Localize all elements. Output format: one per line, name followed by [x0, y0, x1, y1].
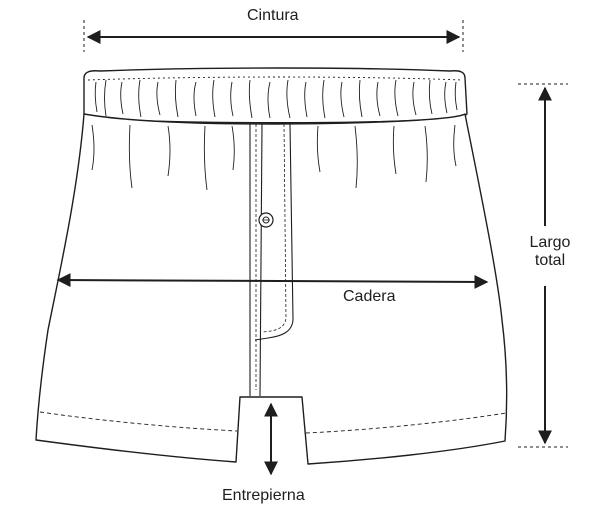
hip-arrow [56, 273, 489, 289]
total-length-measure [518, 83, 568, 448]
hip-measure [56, 273, 489, 289]
inseam-label: Entrepierna [222, 487, 305, 504]
garment-outline [35, 67, 508, 465]
waistband-gathers [87, 76, 463, 119]
waist-measure [83, 20, 464, 52]
shorts-body [35, 113, 508, 465]
total-length-label: Largo total [520, 234, 580, 271]
waistband [83, 67, 468, 124]
front-fly [249, 123, 294, 397]
hip-label: Cadera [343, 288, 396, 305]
total-length-label-line1: Largo [529, 234, 571, 251]
hem-stitching [39, 411, 507, 434]
body-gathers [91, 124, 457, 191]
button-icon [258, 212, 274, 228]
waist-label: Cintura [247, 7, 299, 24]
total-length-label-line2: total [534, 252, 566, 270]
